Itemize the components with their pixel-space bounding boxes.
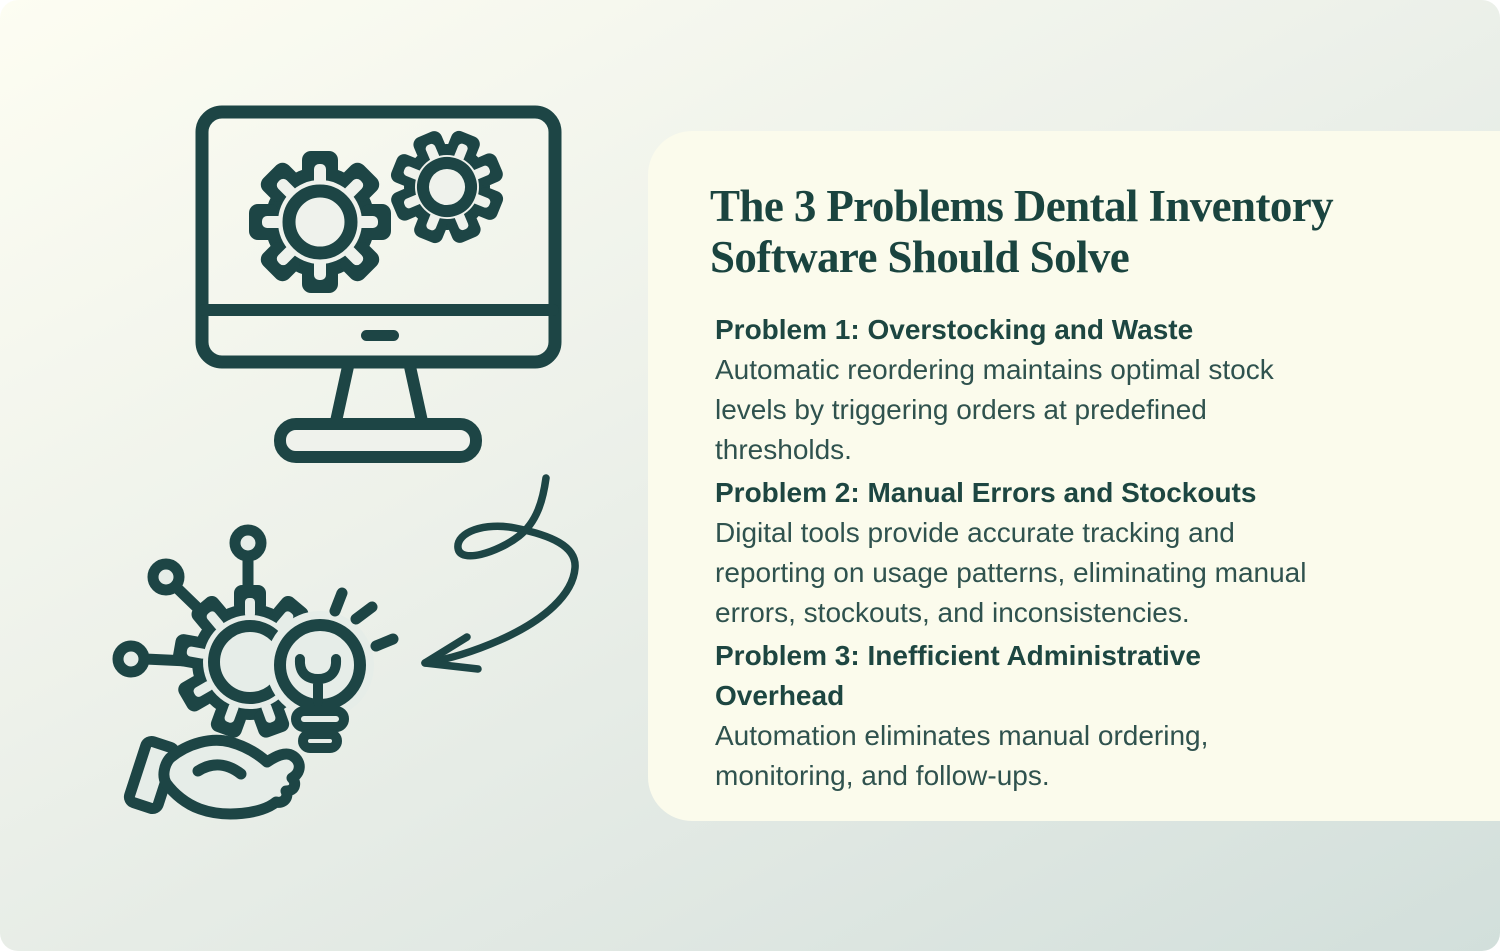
problem-2-heading: Problem 2: Manual Errors and Stockouts bbox=[715, 477, 1257, 508]
problem-1-body: Automatic reordering maintains optimal s… bbox=[715, 354, 1274, 465]
problems-list: Problem 1: Overstocking and Waste Automa… bbox=[710, 310, 1464, 796]
gear-icon bbox=[390, 130, 504, 244]
gear-icon bbox=[249, 151, 391, 293]
problem-2-section: Problem 2: Manual Errors and Stockouts D… bbox=[715, 473, 1464, 633]
monitor-button bbox=[361, 330, 399, 341]
monitor-base bbox=[274, 418, 482, 463]
content-card: The 3 Problems Dental Inventory Software… bbox=[648, 131, 1500, 821]
problem-1-heading: Problem 1: Overstocking and Waste bbox=[715, 314, 1194, 345]
curved-arrow-icon bbox=[421, 474, 579, 673]
hand-icon bbox=[123, 734, 305, 820]
lightbulb-icon bbox=[266, 587, 399, 753]
problem-3-section: Problem 3: Inefficient Administrative Ov… bbox=[715, 636, 1464, 796]
hand-gear-lightbulb-icon bbox=[112, 524, 399, 820]
light-rays bbox=[329, 587, 399, 652]
arrowhead bbox=[421, 633, 482, 673]
problem-2-body: Digital tools provide accurate tracking … bbox=[715, 517, 1307, 628]
problem-1-section: Problem 1: Overstocking and Waste Automa… bbox=[715, 310, 1464, 470]
problem-3-body: Automation eliminates manual ordering, m… bbox=[715, 720, 1209, 791]
problem-3-heading: Problem 3: Inefficient Administrative Ov… bbox=[715, 640, 1201, 711]
monitor-frame bbox=[195, 105, 562, 369]
monitor-stand bbox=[329, 356, 429, 432]
page-title: The 3 Problems Dental Inventory Software… bbox=[710, 181, 1334, 282]
monitor-gears-icon bbox=[195, 105, 562, 463]
